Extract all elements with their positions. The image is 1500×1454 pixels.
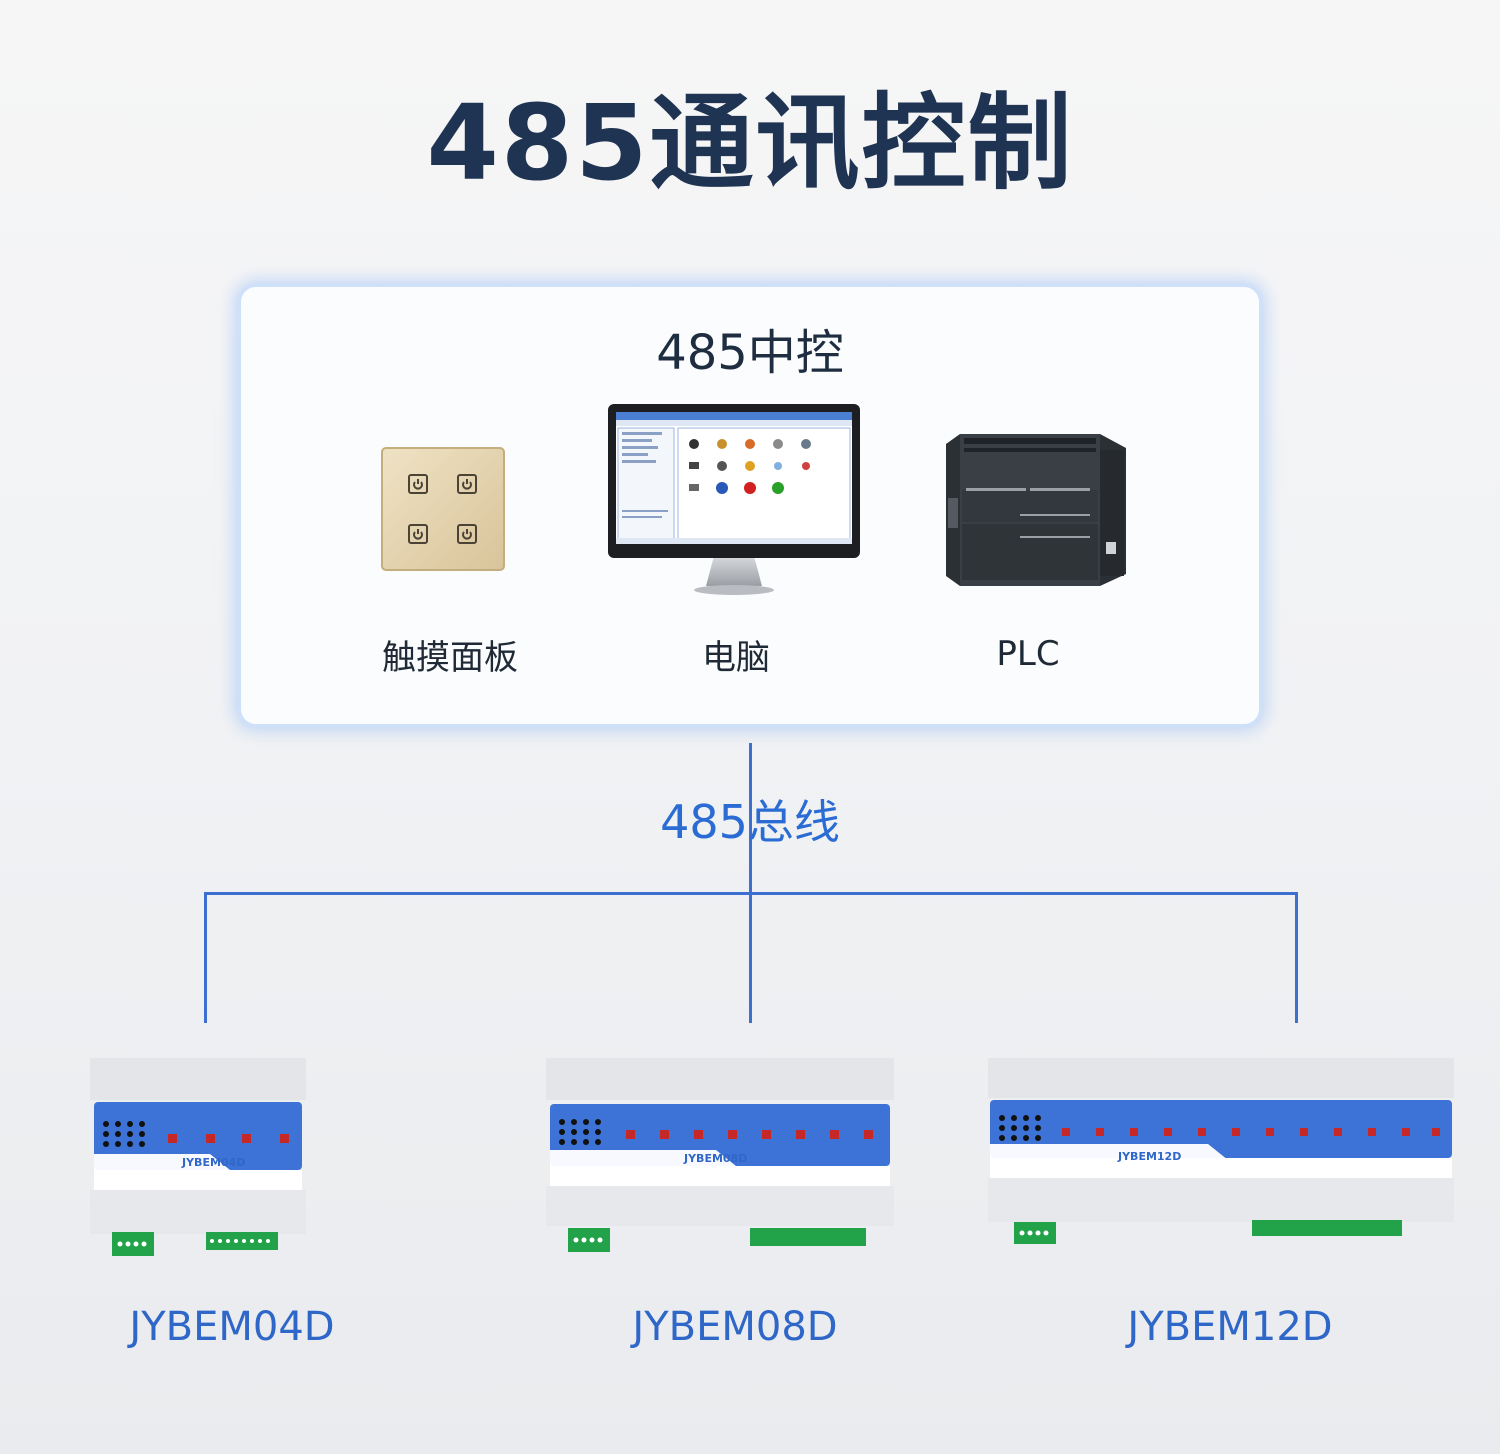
module-label-jybem12d: JYBEM12D bbox=[1127, 1304, 1333, 1350]
module-front-label: JYBEM08D bbox=[683, 1152, 747, 1165]
module-front-label: JYBEM12D bbox=[1117, 1150, 1181, 1163]
bus-branch-left bbox=[204, 892, 207, 1023]
bus-branch-right bbox=[1295, 892, 1298, 1023]
plc-icon bbox=[946, 434, 1126, 586]
module-jybem04d-image: JYBEM04D bbox=[90, 1058, 306, 1256]
computer-monitor-icon bbox=[608, 404, 860, 595]
device-label-plc: PLC bbox=[996, 634, 1060, 674]
module-jybem08d-image: JYBEM08D bbox=[546, 1058, 894, 1252]
module-label-jybem08d: JYBEM08D bbox=[632, 1304, 838, 1350]
page-title: 485通讯控制 bbox=[426, 82, 1074, 204]
module-jybem12d-image: JYBEM12D bbox=[988, 1058, 1454, 1244]
bus-label: 485总线 bbox=[660, 795, 840, 849]
device-label-touch-panel: 触摸面板 bbox=[382, 638, 518, 678]
bus-trunk-line bbox=[749, 743, 752, 1023]
control-center-title: 485中控 bbox=[656, 325, 844, 381]
touch-panel-icon bbox=[381, 447, 505, 571]
module-front-label: JYBEM04D bbox=[181, 1156, 245, 1169]
bus-horizontal-line bbox=[204, 892, 1298, 895]
module-label-jybem04d: JYBEM04D bbox=[129, 1304, 335, 1350]
device-label-computer: 电脑 bbox=[702, 638, 770, 678]
